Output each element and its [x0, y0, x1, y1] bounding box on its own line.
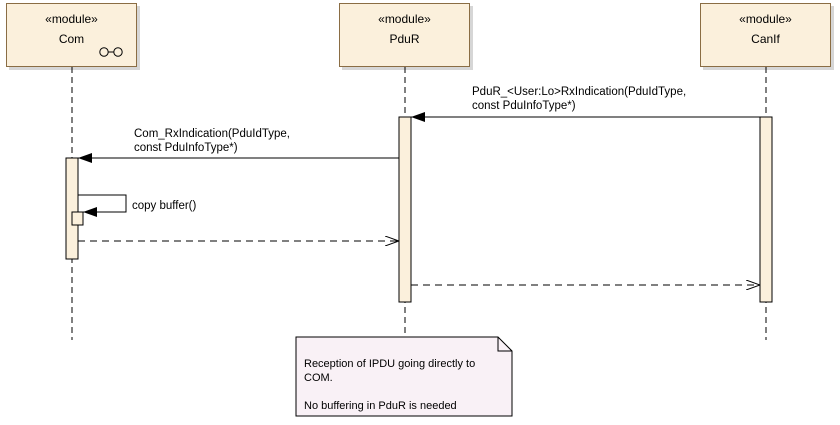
note-line: Reception of IPDU going directly to — [304, 358, 476, 370]
stereotype-label: «module» — [739, 12, 792, 26]
lifeline-canif-box: «module» CanIf — [700, 3, 831, 67]
note: Reception of IPDU going directly to COM.… — [296, 337, 512, 416]
message-label-pdur-rxindication: PduR_<User:Lo>RxIndication(PduIdType, co… — [472, 86, 687, 112]
activation-bar-com-nested — [71, 211, 84, 226]
activation-bar-canif — [759, 116, 773, 303]
message-arrow-copy-buffer — [78, 194, 127, 217]
note-text: Reception of IPDU going directly to COM.… — [304, 357, 504, 413]
message-label-copy-buffer: copy buffer() — [132, 200, 197, 212]
lifeline-com-box: «module» Com — [6, 3, 137, 67]
note-dogear — [497, 337, 512, 352]
lifeline-pdur-box: «module» PduR — [339, 3, 470, 67]
activation-bar-pdur — [398, 116, 412, 303]
lifeline-name: CanIf — [751, 32, 780, 46]
lifeline-name: PduR — [389, 32, 420, 46]
note-line — [304, 385, 504, 399]
note-shape — [295, 336, 513, 417]
note-line: No buffering in PduR is needed — [304, 400, 457, 412]
message-label-com-rxindication: Com_RxIndication(PduIdType, const PduInf… — [134, 128, 290, 154]
stereotype-label: «module» — [45, 12, 98, 26]
stereotype-label: «module» — [378, 12, 431, 26]
class-instance-icon — [99, 47, 123, 57]
activation-bar-com — [65, 157, 79, 260]
lifeline-name: Com — [58, 32, 85, 46]
note-line: COM. — [304, 372, 333, 384]
